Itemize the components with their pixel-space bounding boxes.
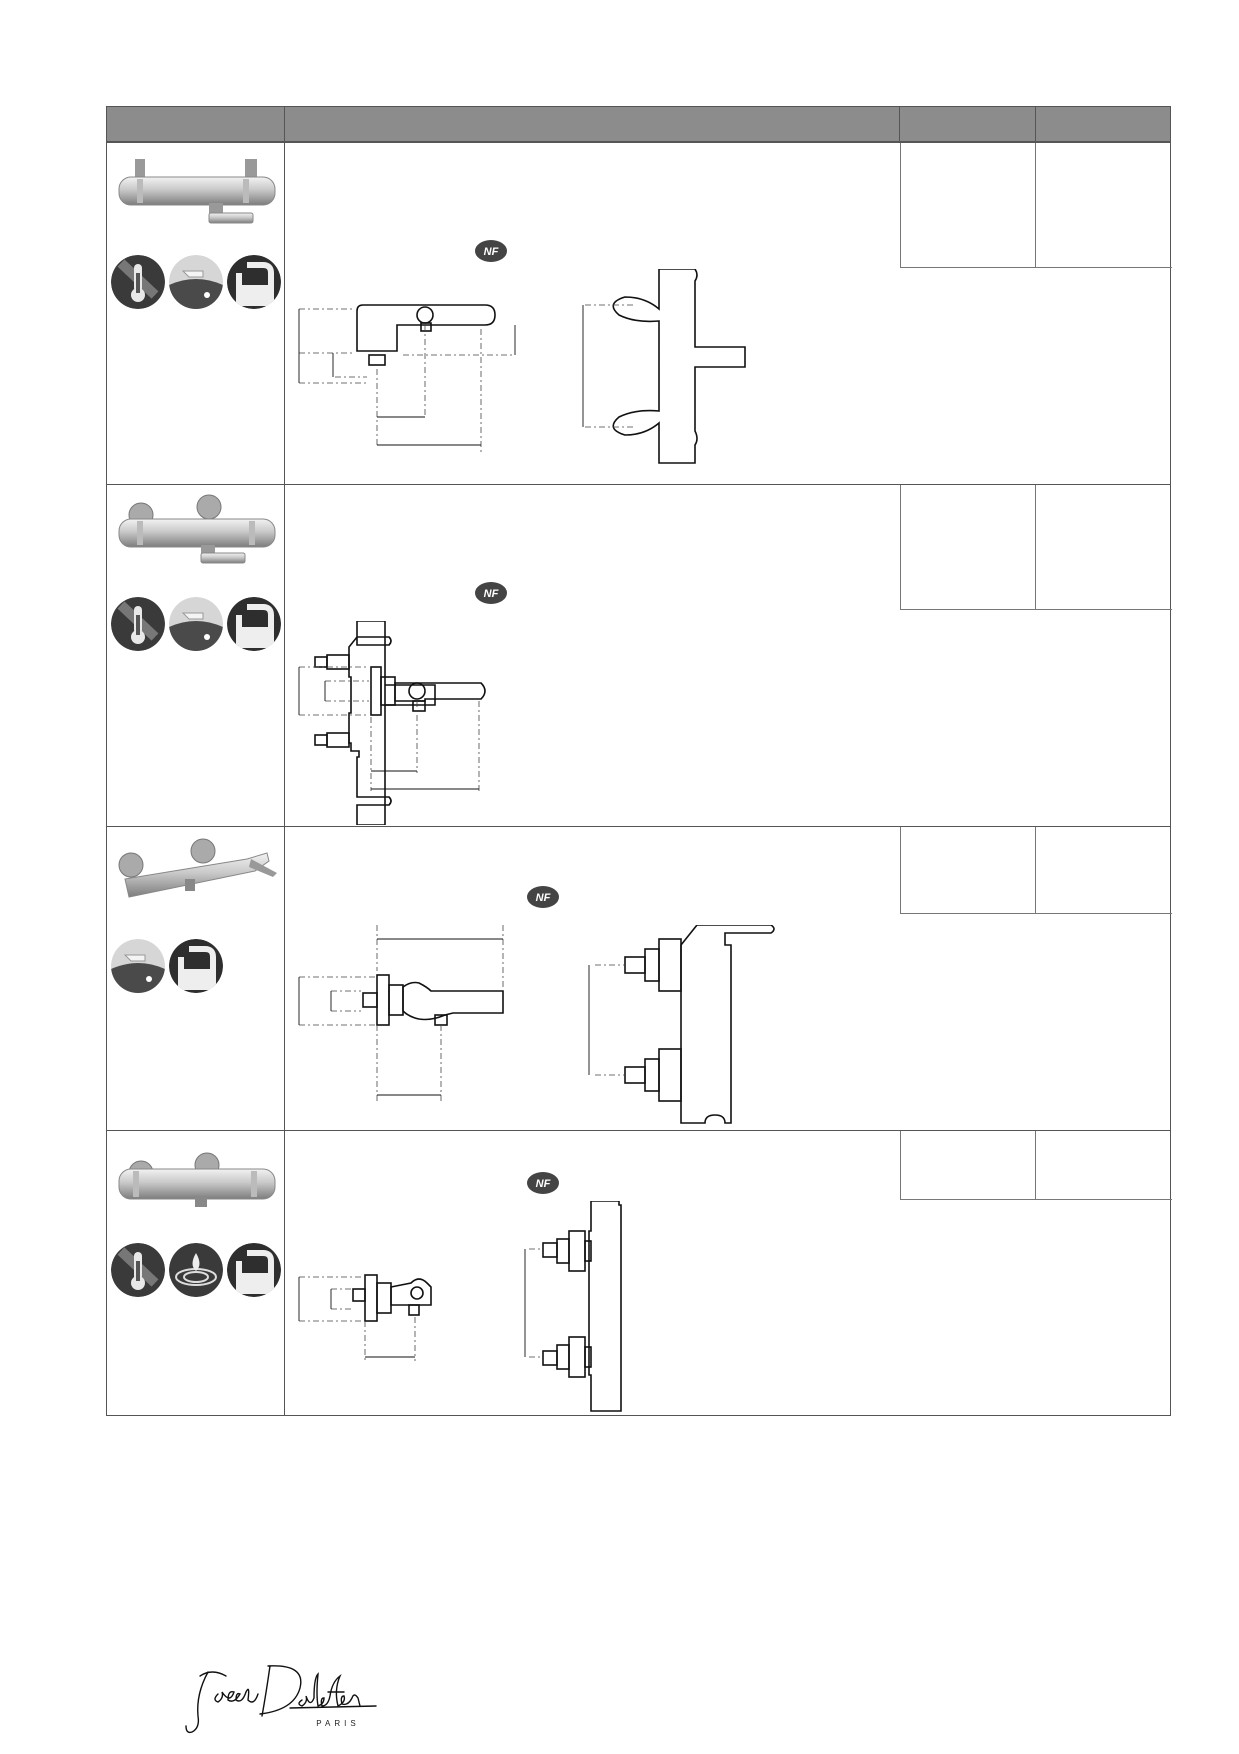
technical-drawing	[298, 925, 775, 1124]
thermometer-icon	[111, 255, 165, 309]
price-cell	[1036, 1131, 1172, 1199]
thermometer-icon	[111, 1243, 165, 1297]
product-image-cell	[107, 1131, 285, 1415]
table-row: NF	[107, 485, 1172, 827]
product-image-cell	[107, 143, 285, 484]
brand-city: PARIS	[316, 1719, 359, 1728]
bath-spout-icon	[111, 939, 165, 993]
thermostatic-shower-photo	[118, 1152, 276, 1207]
table-row: NF	[107, 827, 1172, 1131]
price-cell	[1036, 143, 1172, 267]
price-box	[899, 485, 1172, 610]
bath-mixer-wall-photo	[118, 494, 276, 564]
header-col-reference	[900, 107, 1036, 141]
nf-certification-logo: NF	[474, 582, 507, 604]
chrome-finish-icon	[227, 597, 281, 651]
product-description-cell: NF	[285, 143, 1172, 484]
bath-spout-icon	[169, 255, 223, 309]
feature-icons	[111, 939, 223, 993]
table-row: NF	[107, 143, 1172, 485]
thermometer-icon	[111, 597, 165, 651]
chrome-finish-icon	[227, 1243, 281, 1297]
technical-drawing	[298, 269, 746, 464]
feature-icons	[111, 597, 281, 651]
product-table: NF	[106, 106, 1172, 1416]
brand-logo: PARIS	[185, 1665, 377, 1734]
reference-cell	[899, 827, 1036, 913]
price-cell	[1036, 485, 1172, 609]
reference-cell	[899, 143, 1036, 267]
nf-certification-logo: NF	[526, 1172, 559, 1194]
reference-cell	[899, 1131, 1036, 1199]
product-description-cell: NF	[285, 827, 1172, 1130]
product-description-cell: NF	[285, 1131, 1172, 1415]
technical-drawing	[298, 1201, 622, 1412]
svg-text:NF: NF	[483, 246, 498, 258]
header-col-product	[107, 107, 285, 141]
price-box	[899, 1131, 1172, 1200]
header-col-description	[285, 107, 900, 141]
feature-icons	[111, 255, 281, 309]
reference-cell	[899, 485, 1036, 609]
shower-mixer-photo	[118, 838, 277, 898]
bath-spout-icon	[169, 597, 223, 651]
header-col-price	[1036, 107, 1170, 141]
table-header	[107, 107, 1170, 143]
product-description-cell: NF	[285, 485, 1172, 826]
svg-text:NF: NF	[535, 1178, 550, 1190]
product-image-cell	[107, 827, 285, 1130]
bath-mixer-photo	[118, 159, 276, 224]
technical-drawing	[298, 621, 486, 825]
svg-text:NF: NF	[483, 588, 498, 600]
price-cell	[1036, 827, 1172, 913]
table-row: NF	[107, 1131, 1172, 1415]
nf-certification-logo: NF	[474, 240, 507, 262]
nf-certification-logo: NF	[526, 886, 559, 908]
chrome-finish-icon	[169, 939, 223, 993]
feature-icons	[111, 1243, 281, 1297]
svg-text:NF: NF	[535, 892, 550, 904]
product-image-cell	[107, 485, 285, 826]
price-box	[899, 143, 1172, 268]
price-box	[899, 827, 1172, 914]
chrome-finish-icon	[227, 255, 281, 309]
water-drop-icon	[169, 1243, 223, 1297]
